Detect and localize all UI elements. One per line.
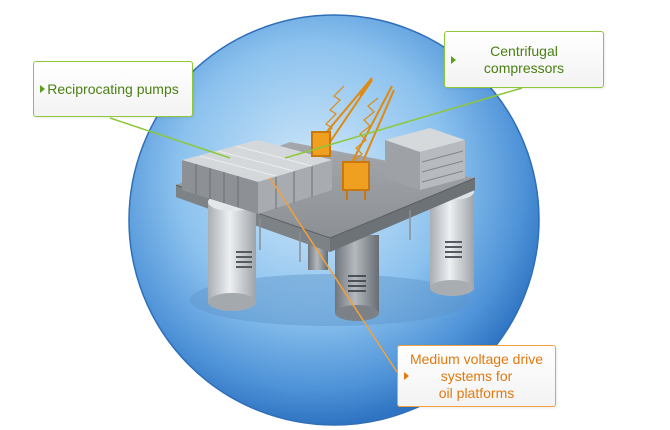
leader-mv-drive: [269, 177, 398, 373]
callout-arrow-icon: [404, 372, 409, 380]
leader-reciprocating-pumps: [109, 117, 231, 159]
callout-arrow-icon: [40, 85, 45, 93]
equipment-modules: [182, 140, 332, 214]
callout-mv-drive: Medium voltage drive systems for oil pla…: [397, 345, 556, 407]
crane-right: [342, 85, 395, 200]
leader-centrifugal-compressors: [284, 87, 523, 159]
accommodation-block: [385, 128, 465, 190]
center-leg: [335, 235, 379, 321]
callout-arrow-icon: [451, 55, 456, 64]
platform-shadow: [190, 274, 470, 326]
callout-reciprocating-pumps: Reciprocating pumps: [33, 61, 193, 117]
callout-reciprocating-pumps-label: Reciprocating pumps: [47, 80, 179, 97]
callout-centrifugal-compressors: Centrifugal compressors: [444, 31, 604, 88]
callout-mv-drive-label: Medium voltage drive systems for oil pla…: [409, 350, 544, 401]
callout-centrifugal-compressors-label: Centrifugal compressors: [483, 42, 565, 76]
